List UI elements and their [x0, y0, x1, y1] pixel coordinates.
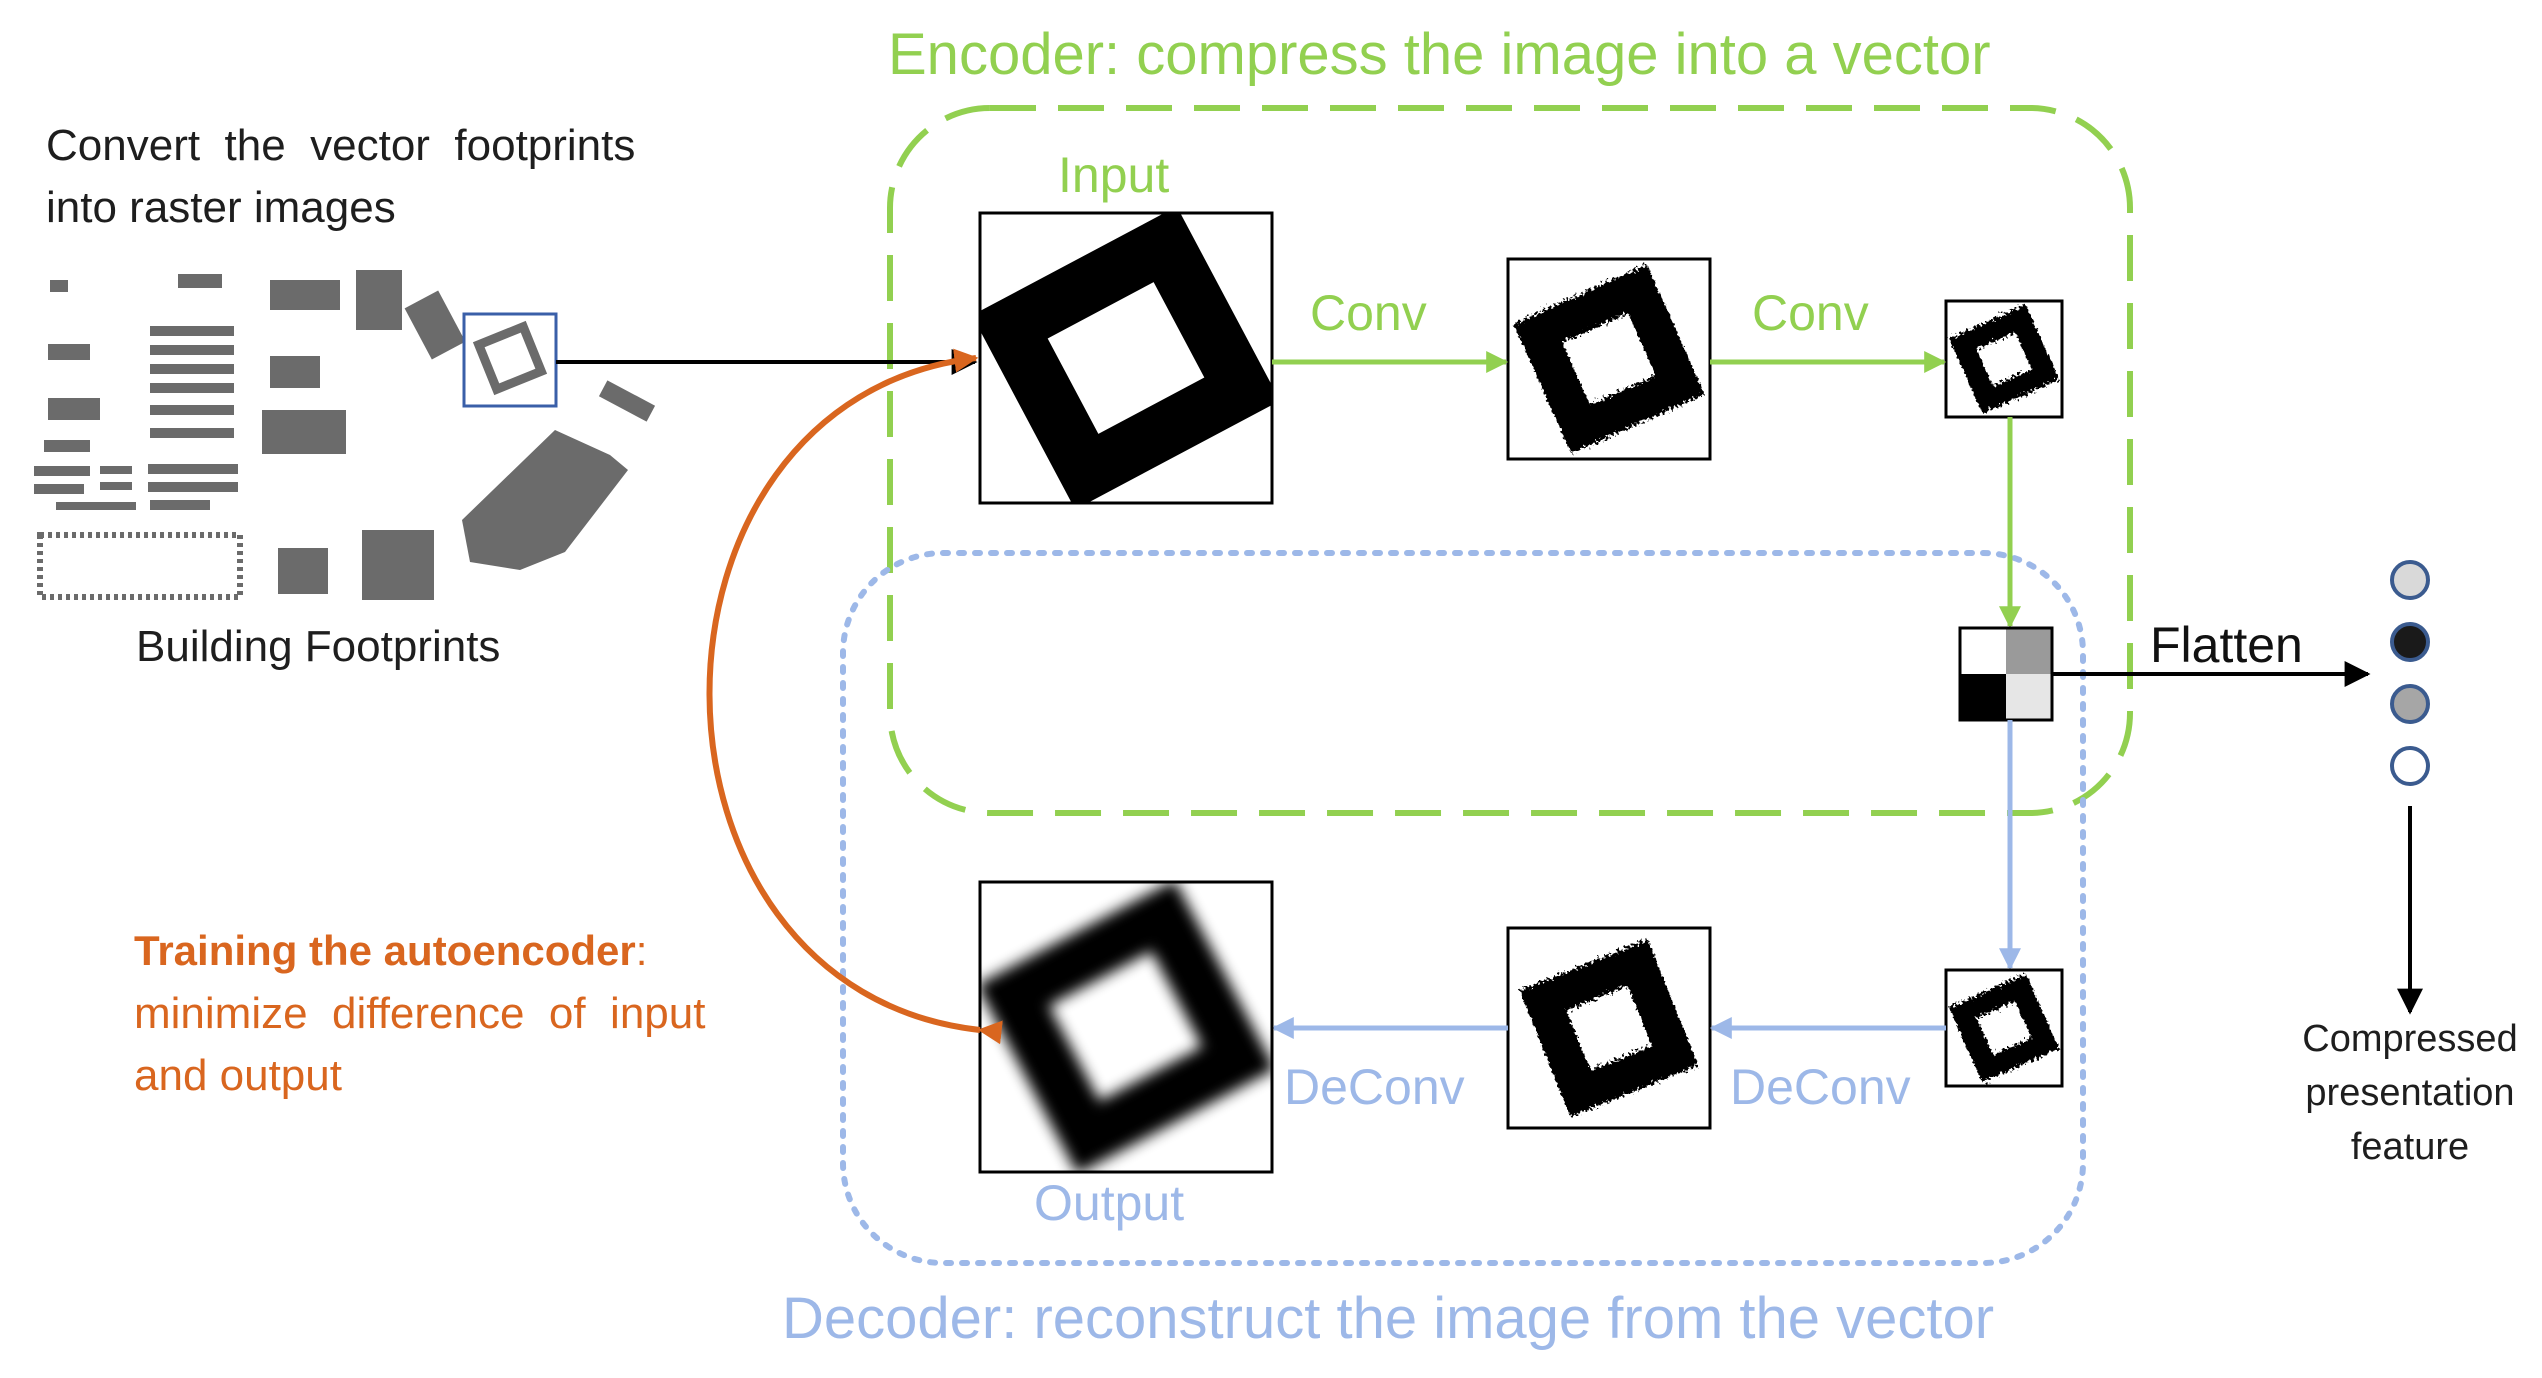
training-arrow	[706, 348, 1003, 1045]
feature-vector	[2390, 560, 2430, 786]
feature-vector-element	[2390, 746, 2430, 786]
feature-vector-element	[2390, 622, 2430, 662]
deconv-label-2: DeConv	[1284, 1059, 1465, 1115]
feature-caption-line3: feature	[2350, 1126, 2470, 1168]
decoder-region	[840, 550, 2086, 1266]
input-image	[978, 211, 1274, 505]
encoder-title: Encoder: compress the image into a vecto…	[888, 22, 1991, 87]
input-label: Input	[1058, 147, 1170, 203]
building-footprints-map	[34, 270, 656, 600]
feature-vector-element	[2390, 684, 2430, 724]
training-line2: and output	[134, 1051, 342, 1100]
conv-label-1: Conv	[1310, 285, 1427, 341]
training-title: Training the autoencoder:	[134, 930, 647, 972]
convert-text-line2: into raster images	[46, 183, 396, 232]
convert-text-line1: Convert the vector footprints	[46, 121, 636, 170]
latent-grid	[1960, 628, 2052, 720]
conv-2-feature-map	[1944, 299, 2064, 419]
encoder-region	[887, 105, 2133, 816]
conv-1-feature-map	[1506, 257, 1712, 461]
deconv-label-1: DeConv	[1730, 1059, 1911, 1115]
latent-cell	[2006, 674, 2052, 720]
deconv-2-feature-map	[1506, 926, 1712, 1130]
footprints-caption: Building Footprints	[136, 622, 501, 671]
decoder-title: Decoder: reconstruct the image from the …	[782, 1286, 1995, 1351]
output-label: Output	[1034, 1175, 1185, 1231]
training-title-colon: :	[635, 927, 648, 974]
latent-cell	[1960, 674, 2006, 720]
feature-vector-element	[2390, 560, 2430, 600]
latent-cell	[2006, 628, 2052, 674]
training-line1: minimize difference of input	[134, 989, 706, 1038]
latent-cell	[1960, 628, 2006, 674]
feature-caption-line1: Compressed	[2302, 1018, 2518, 1060]
training-title-bold: Training the autoencoder	[134, 927, 636, 974]
feature-caption-line2: presentation	[2305, 1072, 2515, 1114]
deconv-1-feature-map	[1944, 968, 2064, 1088]
output-image	[978, 880, 1274, 1174]
conv-label-2: Conv	[1752, 285, 1869, 341]
flatten-label: Flatten	[2150, 617, 2303, 673]
